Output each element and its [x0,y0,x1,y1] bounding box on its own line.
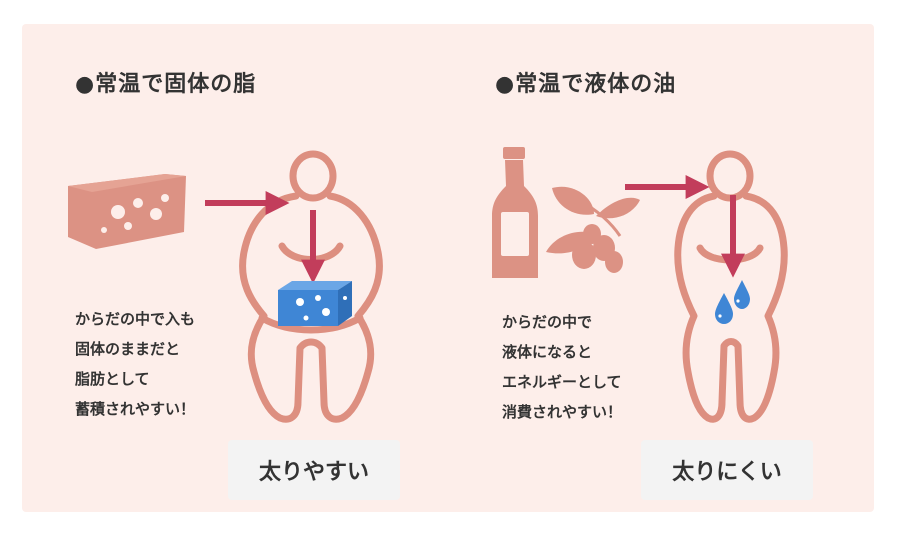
left-desc-line: 固体のままだと [75,340,181,358]
olive-branch-icon [546,186,640,273]
left-arrows [205,191,325,284]
left-desc-line: 蓄積されやすい！ [75,400,196,418]
right-desc-line: 消費されやすい！ [502,403,623,421]
right-heading: ●常温で液体の油 [495,72,677,97]
body-silhouette-icon [674,150,788,423]
right-result-label: 太りにくい [641,440,813,500]
left-desc-line: からだの中で入も [75,310,196,328]
right-description: からだの中で 液体になると エネルギーとして 消費されやすい！ [502,307,622,427]
left-heading: ●常温で固体の脂 [75,72,257,97]
right-arrows [625,175,745,278]
oil-drops-icon [715,280,750,324]
oil-bottle-icon [492,147,538,278]
left-description: からだの中で入も 固体のままだと 脂肪として 蓄積されやすい！ [75,304,195,424]
left-result-label: 太りやすい [228,440,400,500]
right-desc-line: 液体になると [502,343,593,361]
body-silhouette-icon [239,150,383,423]
cheese-icon [68,174,186,249]
right-desc-line: エネルギーとして [502,373,622,391]
fat-cube-icon [278,281,352,326]
right-desc-line: からだの中で [502,313,593,331]
left-desc-line: 脂肪として [75,370,150,388]
